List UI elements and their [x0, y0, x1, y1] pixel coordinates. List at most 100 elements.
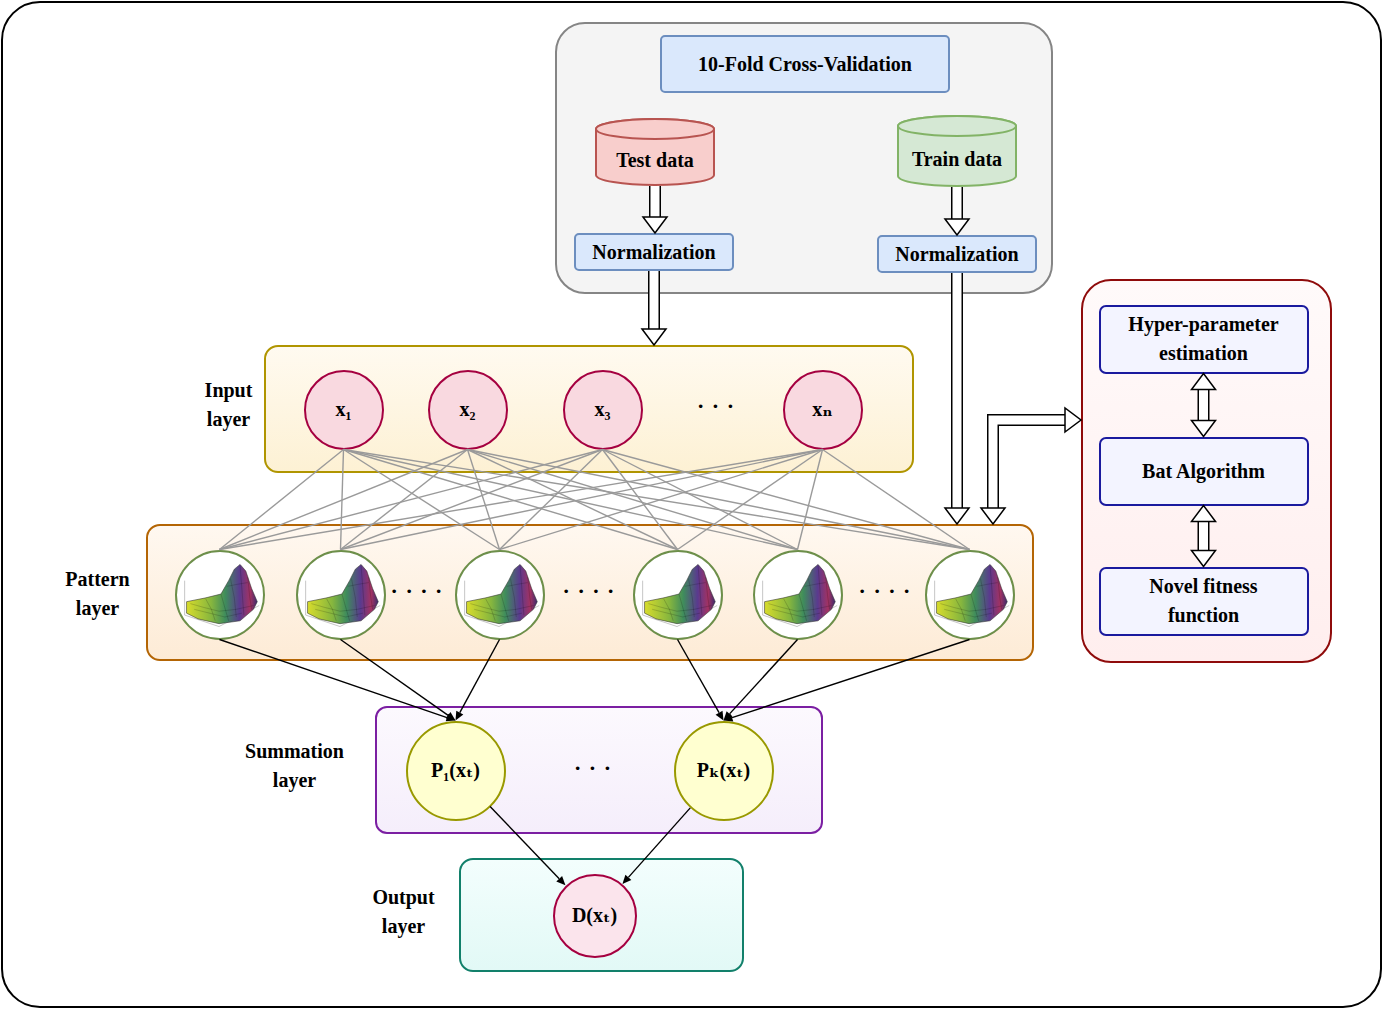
- node-label: P₁(xₜ): [431, 756, 480, 785]
- connector: [468, 450, 678, 550]
- connector-line: [823, 450, 970, 550]
- connector-line: [220, 640, 447, 718]
- arrow-shaft-fill: [993, 420, 1065, 508]
- pattern-neuron: [455, 550, 545, 640]
- connector-line: [798, 450, 823, 550]
- connector: [220, 640, 456, 722]
- connector: [341, 640, 456, 721]
- layer-band: Output layerD(xₜ): [459, 858, 744, 972]
- connector-line: [344, 450, 798, 550]
- arrow-head: [446, 714, 456, 722]
- connector: [724, 640, 798, 721]
- connector: [642, 271, 666, 345]
- connector: [341, 450, 603, 550]
- connector: [344, 450, 500, 550]
- connector-line: [628, 808, 690, 878]
- arrow-shaft-outline: [648, 271, 660, 329]
- layer-band: Input layerx₁x₂x₃xₙ: [264, 345, 914, 473]
- ellipsis-label: · · ·: [697, 393, 735, 419]
- connector: [945, 187, 969, 235]
- node-label: xₙ: [812, 395, 832, 424]
- arrow-head: [724, 714, 734, 722]
- connector: [456, 640, 500, 721]
- connector-line: [341, 450, 344, 550]
- ellipsis-label: · · · ·: [859, 578, 912, 604]
- process-box: Bat Algorithm: [1099, 437, 1309, 506]
- connector: [220, 450, 823, 550]
- connector: [945, 273, 969, 524]
- arrow-head: [1192, 374, 1216, 390]
- arrow-shaft-outline: [1198, 390, 1210, 421]
- node-label: x₃: [595, 395, 611, 424]
- connector: [724, 640, 970, 722]
- process-box: Normalization: [877, 235, 1037, 273]
- node-label: Train data: [912, 145, 1002, 174]
- connector: [981, 408, 1081, 524]
- connector-line: [490, 807, 559, 879]
- connector: [603, 450, 970, 550]
- connector: [220, 450, 344, 550]
- connector: [643, 186, 667, 233]
- arrow-shaft-fill: [953, 273, 962, 508]
- arrow-head: [1192, 421, 1216, 437]
- connector: [341, 450, 344, 550]
- connector: [823, 450, 970, 550]
- ellipsis-label: · · · ·: [563, 578, 616, 604]
- layer-label: Output layer: [354, 883, 454, 941]
- connector-line: [344, 450, 500, 550]
- connector-line: [220, 450, 603, 550]
- arrow-head: [446, 712, 456, 720]
- node-label: x₂: [460, 395, 476, 424]
- connector-line: [732, 640, 969, 718]
- gaussian-surface-icon: [755, 552, 841, 638]
- process-box: 10-Fold Cross-Validation: [660, 35, 950, 93]
- arrow-head: [1065, 408, 1081, 432]
- group-panel: 10-Fold Cross-ValidationTest data Train d…: [555, 22, 1053, 294]
- input-neuron: x₃: [563, 370, 643, 450]
- connector-line: [468, 450, 970, 550]
- summation-neuron: P₁(xₜ): [406, 721, 506, 821]
- data-cylinder: Train data: [897, 115, 1017, 187]
- connector-line: [341, 450, 823, 550]
- connector: [344, 450, 798, 550]
- connector-line: [468, 450, 798, 550]
- arrow-head: [724, 711, 733, 720]
- connector-line: [678, 450, 823, 550]
- connector-line: [730, 640, 798, 714]
- arrow-shaft-outline: [951, 273, 963, 508]
- summation-neuron: Pₖ(xₜ): [674, 721, 774, 821]
- arrow-shaft-fill: [650, 271, 659, 329]
- arrow-head: [556, 876, 565, 885]
- node-label: Test data: [616, 146, 694, 175]
- gaussian-surface-icon: [927, 552, 1013, 638]
- connector-line: [468, 450, 500, 550]
- ellipsis-label: · · · ·: [391, 578, 444, 604]
- arrow-head: [1192, 551, 1216, 567]
- connector-line: [220, 450, 344, 550]
- node-label: 10-Fold Cross-Validation: [698, 50, 912, 79]
- connector-line: [344, 450, 970, 550]
- connector: [1192, 374, 1216, 437]
- connector: [468, 450, 798, 550]
- output-neuron: D(xₜ): [553, 874, 637, 958]
- connector: [603, 450, 678, 550]
- connector: [798, 450, 823, 550]
- group-panel: Hyper-parameter estimationBat AlgorithmN…: [1081, 279, 1332, 663]
- arrow-shaft-outline: [649, 186, 661, 217]
- connector: [468, 450, 500, 550]
- connector: [344, 450, 678, 550]
- process-box: Novel fitness function: [1099, 567, 1309, 636]
- arrow-head: [643, 217, 667, 233]
- pattern-neuron: [633, 550, 723, 640]
- arrow-head: [456, 711, 464, 721]
- gaussian-surface-icon: [177, 552, 263, 638]
- connector-line: [603, 450, 970, 550]
- connector: [622, 808, 690, 884]
- node-label: D(xₜ): [572, 901, 617, 930]
- connector-line: [341, 640, 449, 716]
- arrow-head: [981, 508, 1005, 524]
- data-cylinder: Test data: [595, 118, 715, 186]
- connector-line: [220, 450, 823, 550]
- arrow-head: [1192, 506, 1216, 522]
